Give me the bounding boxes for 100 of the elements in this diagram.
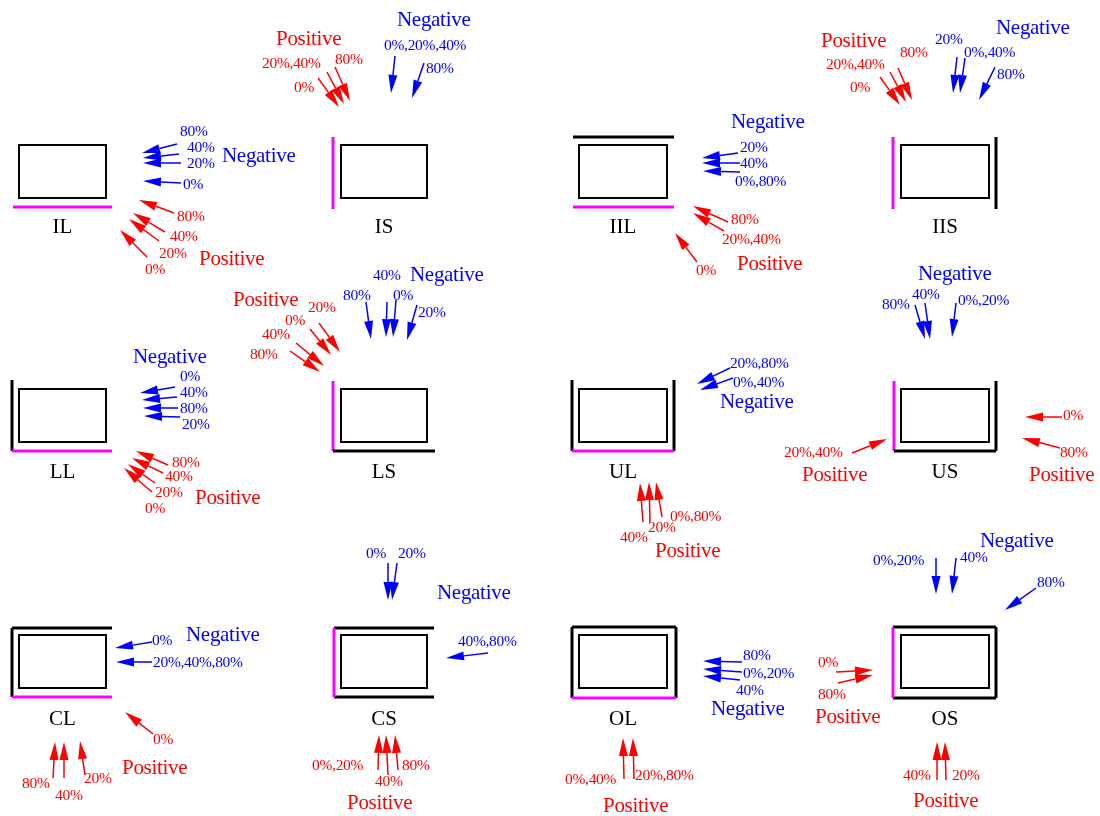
- pressure-type-label: Negative: [731, 110, 805, 132]
- percentage-label: 80%: [335, 51, 363, 67]
- pressure-type-label: Positive: [199, 247, 265, 269]
- section-label: OS: [931, 708, 959, 729]
- percentage-label: 80%: [177, 208, 205, 224]
- pressure-type-label: Negative: [133, 345, 207, 367]
- percentage-label: 20%,80%: [730, 355, 789, 371]
- pressure-type-label: Positive: [195, 486, 261, 508]
- percentage-label: 20%: [182, 416, 210, 432]
- percentage-label: 20%: [84, 770, 112, 786]
- percentage-label: 20%,40%: [262, 55, 321, 71]
- percentage-label: 20%: [740, 139, 768, 155]
- section-label: IL: [52, 216, 73, 237]
- pressure-type-label: Negative: [437, 581, 511, 603]
- percentage-label: 0%: [1063, 407, 1084, 423]
- percentage-label: 80%: [997, 66, 1025, 82]
- pressure-type-label: Positive: [603, 794, 669, 816]
- pressure-type-label: Positive: [122, 756, 188, 778]
- percentage-label: 80%: [818, 686, 846, 702]
- section-label: UL: [609, 461, 637, 482]
- pressure-type-label: Positive: [815, 705, 881, 727]
- section-label: CL: [49, 708, 76, 729]
- percentage-label: 40%: [912, 286, 940, 302]
- percentage-label: 0%,80%: [670, 508, 722, 524]
- percentage-label: 0%: [145, 500, 166, 516]
- percentage-label: 80%: [1037, 574, 1065, 590]
- percentage-label: 80%: [882, 296, 910, 312]
- percentage-label: 20%: [187, 155, 215, 171]
- pressure-type-label: Negative: [410, 263, 484, 285]
- percentage-label: 40%: [170, 228, 198, 244]
- percentage-label: 0%,20%,40%: [384, 37, 467, 53]
- section-label: LL: [49, 461, 76, 482]
- pressure-type-label: Positive: [802, 463, 868, 485]
- percentage-label: 20%: [935, 31, 963, 47]
- percentage-label: 40%: [903, 767, 931, 783]
- percentage-label: 0%: [850, 79, 871, 95]
- percentage-label: 0%: [366, 545, 387, 561]
- percentage-label: 20%: [155, 484, 183, 500]
- percentage-label: 0%,80%: [735, 173, 787, 189]
- percentage-label: 80%: [343, 287, 371, 303]
- pressure-type-label: Positive: [913, 789, 979, 811]
- pressure-type-label: Positive: [655, 539, 721, 561]
- percentage-label: 40%: [375, 773, 403, 789]
- percentage-label: 80%: [250, 346, 278, 362]
- percentage-label: 0%: [393, 287, 414, 303]
- percentage-label: 20%: [418, 304, 446, 320]
- percentage-label: 80%: [743, 647, 771, 663]
- percentage-label: 20%: [398, 545, 426, 561]
- section-label: CS: [371, 708, 397, 729]
- percentage-label: 0%: [180, 368, 201, 384]
- pressure-type-label: Positive: [347, 791, 413, 813]
- pressure-type-label: Negative: [711, 697, 785, 719]
- percentage-label: 20%,80%: [635, 767, 694, 783]
- percentage-label: 40%: [180, 384, 208, 400]
- pressure-type-label: Negative: [222, 144, 296, 166]
- section-label: LS: [371, 461, 397, 482]
- percentage-label: 20%: [308, 299, 336, 315]
- percentage-label: 0%: [285, 312, 306, 328]
- percentage-label: 20%: [952, 767, 980, 783]
- pressure-type-label: Negative: [980, 529, 1054, 551]
- percentage-label: 20%,40%: [826, 56, 885, 72]
- percentage-label: 40%,80%: [458, 633, 517, 649]
- section-label: IS: [374, 216, 394, 237]
- percentage-label: 40%: [262, 326, 290, 342]
- percentage-label: 40%: [373, 267, 401, 283]
- percentage-label: 40%: [740, 155, 768, 171]
- percentage-label: 20%,40%,80%: [153, 654, 243, 670]
- percentage-label: 20%,40%: [722, 231, 781, 247]
- percentage-label: 80%: [402, 757, 430, 773]
- percentage-label: 0%: [145, 261, 166, 277]
- percentage-label: 80%: [180, 400, 208, 416]
- section-label: US: [931, 461, 959, 482]
- pressure-type-label: Positive: [233, 288, 299, 310]
- percentage-label: 0%: [818, 654, 839, 670]
- section-label: IIL: [609, 216, 637, 237]
- percentage-label: 80%: [900, 44, 928, 60]
- percentage-label: 40%: [55, 787, 83, 803]
- percentage-label: 0%: [294, 79, 315, 95]
- percentage-label: 40%: [960, 549, 988, 565]
- pressure-type-label: Positive: [821, 29, 887, 51]
- pressure-type-label: Negative: [996, 16, 1070, 38]
- percentage-label: 0%,20%: [958, 292, 1010, 308]
- percentage-label: 80%: [180, 123, 208, 139]
- percentage-label: 40%: [620, 529, 648, 545]
- pressure-type-label: Positive: [276, 27, 342, 49]
- percentage-label: 0%: [153, 731, 174, 747]
- percentage-label: 0%,20%: [312, 757, 364, 773]
- pressure-type-label: Negative: [397, 8, 471, 30]
- pressure-type-label: Positive: [1029, 463, 1095, 485]
- percentage-label: 40%: [165, 468, 193, 484]
- section-label: IIS: [932, 216, 958, 237]
- percentage-label: 0%,20%: [743, 665, 795, 681]
- percentage-label: 0%,40%: [964, 44, 1016, 60]
- percentage-label: 40%: [736, 682, 764, 698]
- percentage-label: 0%: [152, 632, 173, 648]
- section-label: OL: [609, 708, 637, 729]
- pressure-type-label: Negative: [918, 262, 992, 284]
- percentage-label: 80%: [731, 211, 759, 227]
- percentage-label: 40%: [187, 139, 215, 155]
- percentage-label: 0%: [183, 176, 204, 192]
